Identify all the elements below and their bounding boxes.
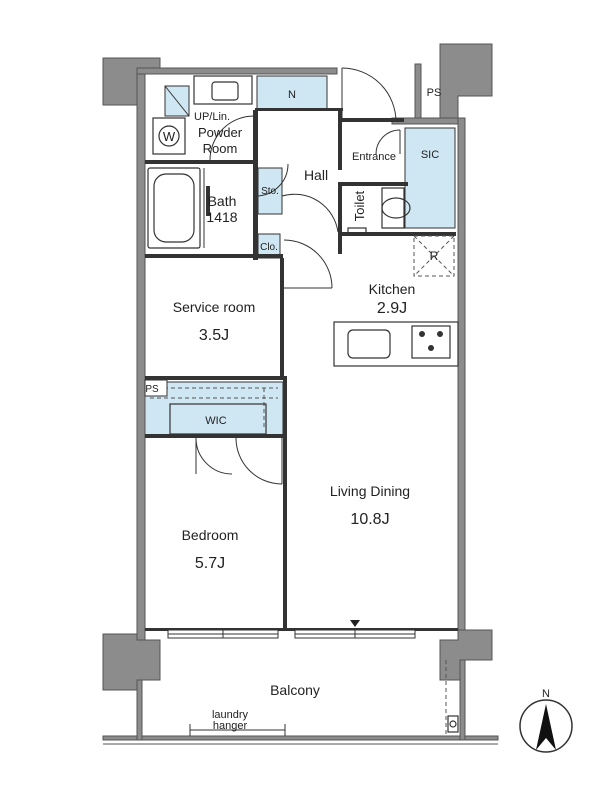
- n-storage: [256, 75, 328, 111]
- balcony-label: Balcony: [270, 682, 320, 698]
- wic-shelves: [144, 379, 278, 435]
- north-arrow-icon: [536, 704, 556, 750]
- fridge-space: [413, 235, 455, 277]
- compass: N: [519, 688, 573, 753]
- living-label: Living Dining: [330, 483, 410, 499]
- kitchen-label: Kitchen: [369, 281, 416, 297]
- toilet-label: Toilet: [352, 190, 367, 221]
- uplin-label: UP/Lin.: [194, 111, 230, 123]
- storage-areas: [144, 75, 456, 437]
- powder-label-2: Room: [203, 141, 238, 156]
- ps-top-label: PS: [427, 87, 442, 99]
- compass-label: N: [542, 688, 550, 700]
- sic-storage: [404, 127, 456, 229]
- laundry-label-1: laundry: [212, 709, 249, 721]
- bath-label: Bath: [208, 193, 237, 209]
- bedroom-label: Bedroom: [182, 527, 239, 543]
- wic-label: WIC: [205, 415, 226, 427]
- clo-label: Clo.: [260, 242, 278, 253]
- bedroom-size-label: 5.7J: [195, 555, 225, 572]
- washer-label: W: [163, 129, 176, 144]
- laundry-label-2: hanger: [213, 720, 248, 732]
- service-size-label: 3.5J: [199, 327, 229, 344]
- sto-storage: [257, 167, 283, 215]
- service-label: Service room: [173, 299, 255, 315]
- kitchen-counter: [333, 321, 459, 367]
- room-labels: UP/Lin. Powder Room W N PS Entrance SIC …: [145, 87, 441, 732]
- kitchen-size-label: 2.9J: [377, 300, 407, 317]
- bath-size-label: 1418: [206, 209, 237, 225]
- sto-label: Sto.: [261, 186, 279, 197]
- ps-mid-label: PS: [145, 384, 159, 395]
- powder-fixtures: [152, 73, 253, 155]
- entrance-label: Entrance: [352, 151, 396, 163]
- hall-label: Hall: [304, 167, 328, 183]
- n-label: N: [288, 89, 296, 101]
- fridge-label: R: [430, 249, 439, 263]
- doors: [195, 67, 401, 485]
- outer-walls: [102, 43, 499, 741]
- balcony-details: [103, 660, 498, 745]
- bottom-windows: [167, 629, 416, 639]
- toilet-fixtures: [347, 187, 411, 235]
- living-size-label: 10.8J: [350, 511, 389, 528]
- bath-fixtures: [147, 167, 210, 249]
- powder-label-1: Powder: [198, 125, 243, 140]
- entry-arrow-icon: [350, 620, 360, 627]
- sic-label: SIC: [421, 149, 439, 161]
